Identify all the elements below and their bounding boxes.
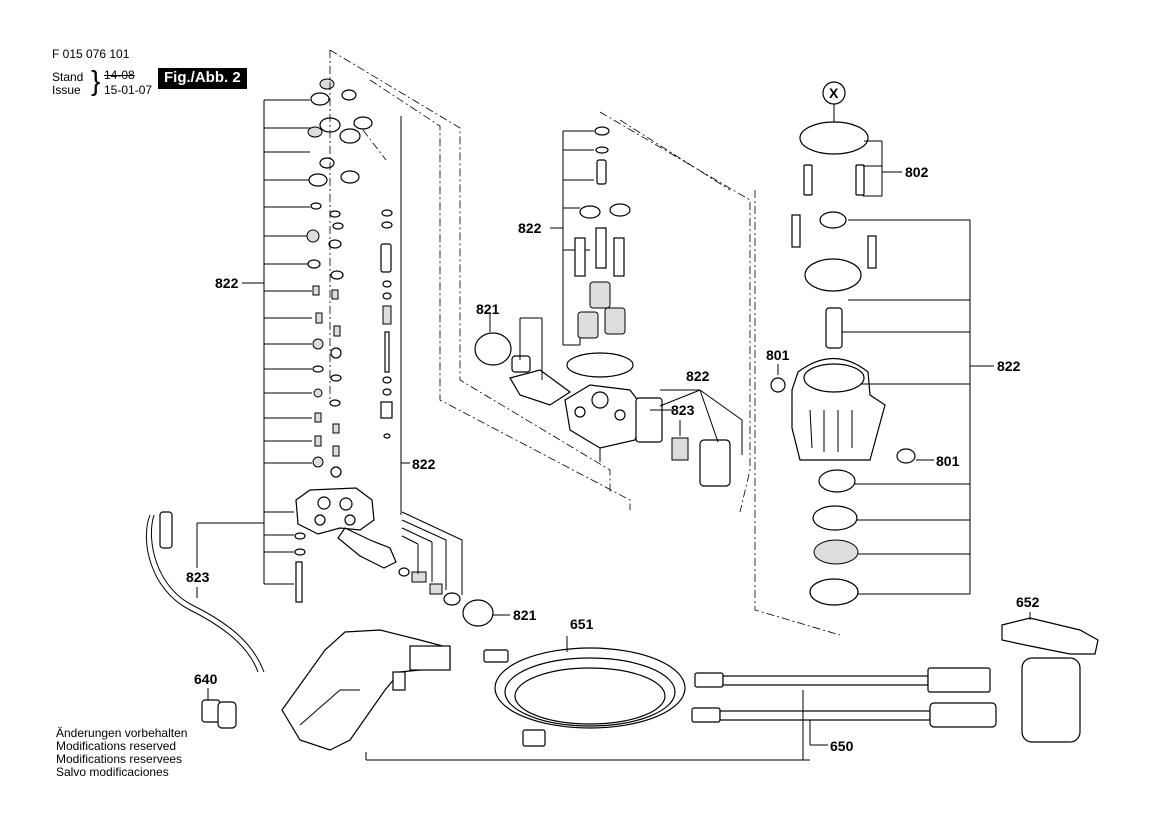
figure-label: Fig./Abb. 2	[158, 68, 247, 89]
note-line-de: Änderungen vorbehalten	[56, 726, 188, 740]
callout-802: 802	[905, 164, 929, 180]
lances-650	[365, 667, 997, 761]
center-pump-assembly	[474, 126, 743, 487]
issue-value: 15-01-07	[104, 83, 153, 97]
callout-822-left: 822	[215, 275, 239, 291]
note-line-es: Salvo modificaciones	[56, 765, 169, 779]
adapter-640	[201, 688, 237, 729]
callout-821-top: 821	[476, 301, 500, 317]
issue-label: Issue	[52, 83, 81, 97]
callout-822-right: 822	[997, 358, 1021, 374]
spray-gun	[281, 629, 451, 751]
stand-value: 14-08	[104, 68, 135, 82]
brace-symbol: }	[91, 65, 101, 96]
foam-bottle-652	[1001, 612, 1099, 743]
callout-651: 651	[570, 616, 594, 632]
callout-652: 652	[1016, 594, 1040, 610]
document-number: F 015 076 101	[52, 47, 130, 61]
callout-822-top-center: 822	[518, 220, 542, 236]
note-line-fr: Modifications reservees	[56, 752, 183, 766]
left-pump-assembly	[242, 78, 510, 627]
callout-823-left: 823	[186, 569, 210, 585]
right-pump-assembly	[770, 81, 994, 606]
callout-801-left: 801	[766, 347, 790, 363]
callout-821-bottom: 821	[513, 607, 537, 623]
callout-801-right: 801	[936, 453, 960, 469]
cable-823	[145, 511, 265, 673]
callout-822-mid: 822	[412, 456, 436, 472]
callout-650: 650	[830, 738, 854, 754]
callout-822-center-right: 822	[686, 368, 710, 384]
callout-640: 640	[194, 671, 218, 687]
stand-label: Stand	[52, 70, 84, 84]
callout-823-center: 823	[671, 402, 695, 418]
note-line-en: Modifications reserved	[56, 739, 177, 753]
marker-x: X	[829, 85, 839, 101]
hose-651	[483, 636, 686, 747]
